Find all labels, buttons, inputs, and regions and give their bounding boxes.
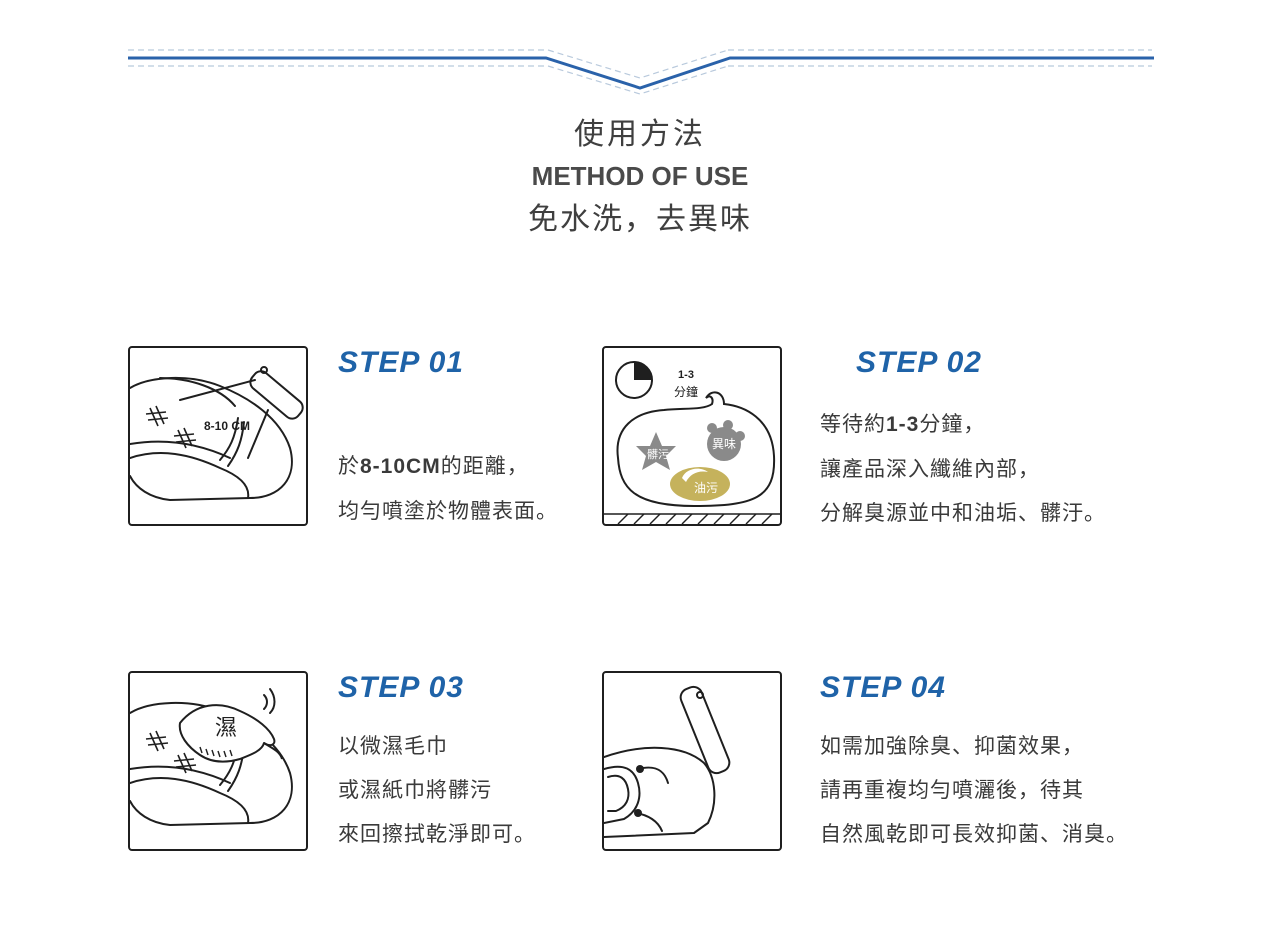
svg-text:油污: 油污 [694,481,718,495]
distance-label: 8-10 CM [204,419,250,433]
step-02-title: STEP 02 [856,346,982,379]
step-04-line-1: 如需加強除臭、抑菌效果， [820,734,1084,758]
step-03-description: 以微濕毛巾 或濕紙巾將髒污 來回擦拭乾淨即可。 [338,724,536,856]
step-04-description: 如需加強除臭、抑菌效果， 請再重複均勻噴灑後，待其 自然風乾即可長效抑菌、消臭。 [820,724,1128,856]
spray-on-shoe-icon: 8-10 CM [130,366,304,501]
step-04-line-2: 請再重複均勻噴灑後，待其 [820,778,1084,802]
step-01-description: 於8-10CM的距離， 均勻噴塗於物體表面。 [338,444,558,533]
step-04-title: STEP 04 [820,671,946,704]
page-title-english: METHOD OF USE [531,161,749,191]
step-01-title: STEP 01 [338,346,464,379]
step-01-line-2: 均勻噴塗於物體表面。 [338,499,558,523]
step-03-line-3: 來回擦拭乾淨即可。 [338,822,536,846]
header-banner-decoration [128,49,1154,95]
step-02-line-1: 等待約1-3分鐘， [820,412,986,436]
wet-label: 濕 [215,716,237,741]
svg-text:1-3: 1-3 [678,369,694,381]
svg-text:髒污: 髒污 [647,448,669,461]
page-heading: 使用方法 METHOD OF USE 免水洗，去異味 [0,112,1280,246]
step-02-line-3: 分解臭源並中和油垢、髒汙。 [820,501,1106,525]
svg-text:異味: 異味 [712,437,736,451]
step-02-line-2: 讓產品深入纖維內部， [820,457,1040,481]
step-02-illustration: 1-3 分鐘 髒污 異味 油污 [602,346,782,526]
spray-helmet-icon [604,685,731,838]
page-subtitle: 免水洗，去異味 [528,202,752,237]
step-03-line-2: 或濕紙巾將髒污 [338,778,492,802]
page-title: 使用方法 [574,117,706,152]
wipe-shoe-icon: 濕 [130,688,293,826]
timer-stain-icon: 1-3 分鐘 髒污 異味 油污 [604,361,780,524]
svg-text:分鐘: 分鐘 [674,384,698,399]
step-03-title: STEP 03 [338,671,464,704]
step-03-line-1: 以微濕毛巾 [338,734,448,758]
step-01-line-1: 於8-10CM的距離， [338,454,529,478]
step-03-illustration: 濕 [128,671,308,851]
step-04-illustration [602,671,782,851]
step-01-illustration: 8-10 CM [128,346,308,526]
step-04-line-3: 自然風乾即可長效抑菌、消臭。 [820,822,1128,846]
step-02-description: 等待約1-3分鐘， 讓產品深入纖維內部， 分解臭源並中和油垢、髒汙。 [820,402,1106,535]
